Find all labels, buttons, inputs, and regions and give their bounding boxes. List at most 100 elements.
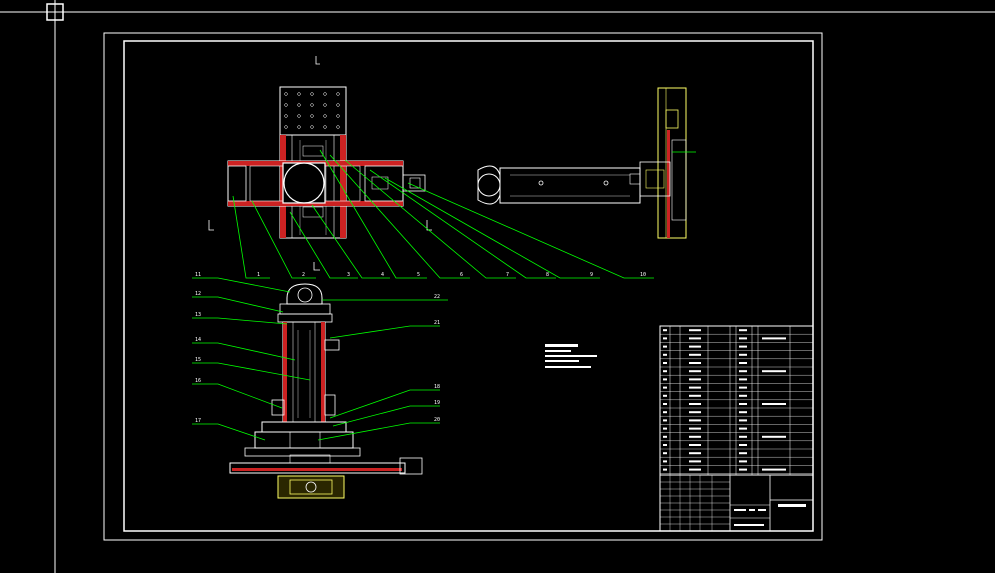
callout-number: 11: [195, 272, 201, 278]
mounting-hole: [323, 114, 327, 118]
side-view: [477, 87, 696, 239]
table-cell-mark: [663, 386, 667, 389]
table-cell-mark: [663, 444, 667, 446]
table-cell-mark: [663, 370, 667, 373]
top-view-leaders: [232, 149, 654, 279]
table-cell-mark: [663, 403, 667, 405]
mounting-hole: [310, 114, 314, 118]
table-cell-mark: [663, 378, 667, 381]
mounting-hole: [284, 114, 288, 118]
table-cell-mark: [663, 394, 667, 397]
callout-number: 17: [195, 418, 201, 424]
table-cell-mark: [689, 444, 701, 446]
table-cell-mark: [663, 460, 667, 463]
callout-number: 3: [347, 272, 350, 278]
callout-number: 12: [195, 291, 201, 297]
table-cell-mark: [689, 403, 701, 405]
drawing-inner-border: [123, 40, 814, 532]
mounting-hole: [310, 92, 314, 96]
table-cell-mark: [689, 452, 701, 455]
table-cell-mark: [689, 353, 701, 356]
callout-number: 14: [195, 337, 201, 343]
table-cell-mark: [689, 411, 701, 414]
table-cell-mark: [739, 386, 747, 389]
table-cell-mark: [739, 452, 747, 455]
table-cell-mark: [689, 337, 701, 340]
drawing-outer-border: [103, 32, 823, 541]
table-cell-mark: [739, 345, 747, 348]
table-cell-mark: [663, 345, 667, 348]
table-cell-mark: [689, 386, 701, 389]
table-cell-mark: [739, 329, 747, 332]
callout-number: 4: [381, 272, 384, 278]
table-cell-mark: [689, 468, 701, 471]
callout-number: 2: [302, 272, 305, 278]
callout-number: 22: [434, 294, 440, 300]
table-cell-mark: [689, 329, 701, 332]
table-cell-mark: [739, 403, 747, 405]
mounting-hole: [336, 125, 340, 129]
mounting-hole: [310, 103, 314, 107]
table-cell-mark: [663, 435, 667, 438]
callout-number: 10: [640, 272, 646, 278]
mounting-hole: [284, 125, 288, 129]
mounting-hole: [297, 103, 301, 107]
table-cell-mark: [689, 427, 701, 430]
table-cell-mark: [739, 460, 747, 463]
callout-number: 15: [195, 357, 201, 363]
table-cell-mark: [663, 353, 667, 356]
table-cell-mark: [739, 427, 747, 430]
front-section-view: [229, 283, 423, 499]
mounting-hole: [336, 103, 340, 107]
table-cell-mark: [663, 427, 667, 430]
table-cell-mark: [762, 337, 786, 340]
table-cell-mark: [689, 345, 701, 348]
front-view-leaders-left: [192, 277, 311, 441]
table-cell-mark: [739, 378, 747, 381]
table-cell-mark: [663, 452, 667, 455]
table-cell-mark: [739, 353, 747, 356]
table-cell-mark: [739, 337, 747, 340]
table-cell-mark: [739, 444, 747, 446]
table-cell-mark: [762, 468, 786, 471]
mounting-hole: [310, 125, 314, 129]
table-cell-mark: [689, 362, 701, 364]
table-cell-mark: [739, 370, 747, 373]
top-view: [208, 56, 432, 271]
callout-number: 8: [546, 272, 549, 278]
table-cell-mark: [739, 419, 747, 422]
table-cell-mark: [739, 411, 747, 414]
callout-number: 13: [195, 312, 201, 318]
mounting-hole: [297, 125, 301, 129]
callout-number: 16: [195, 378, 201, 384]
table-cell-mark: [739, 435, 747, 438]
table-cell-mark: [689, 435, 701, 438]
table-cell-mark: [739, 394, 747, 397]
table-cell-mark: [663, 362, 667, 364]
table-cell-mark: [663, 337, 667, 340]
table-cell-mark: [762, 435, 786, 438]
mounting-hole: [336, 114, 340, 118]
callout-number: 19: [434, 400, 440, 406]
callout-number: 1: [257, 272, 260, 278]
mounting-hole: [323, 125, 327, 129]
callout-number: 5: [417, 272, 420, 278]
callout-number: 9: [590, 272, 593, 278]
table-cell-mark: [663, 329, 667, 332]
callout-number: 7: [506, 272, 509, 278]
table-cell-mark: [689, 370, 701, 373]
parts-list-table: [659, 325, 814, 476]
mounting-hole: [336, 92, 340, 96]
mounting-hole: [297, 114, 301, 118]
table-cell-mark: [689, 419, 701, 422]
mounting-hole: [284, 103, 288, 107]
table-cell-mark: [689, 394, 701, 397]
front-view-leaders-right: [317, 299, 448, 441]
mounting-hole: [284, 92, 288, 96]
table-cell-mark: [689, 460, 701, 463]
mounting-hole: [297, 92, 301, 96]
title-block: [659, 474, 814, 532]
callout-number: 20: [434, 417, 440, 423]
